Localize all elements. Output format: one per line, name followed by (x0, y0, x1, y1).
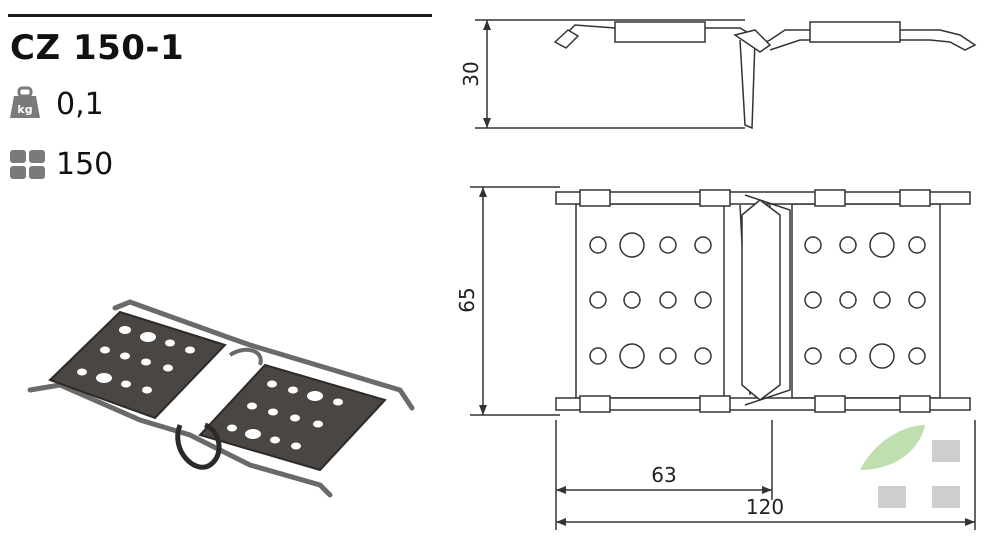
dimension-lines (555, 420, 976, 530)
dim-total-length: 120 (746, 495, 784, 519)
weight-spec-row: kg 0,1 (8, 84, 104, 124)
dim-half-length: 63 (651, 463, 676, 487)
header-rule (8, 14, 432, 17)
pack-quantity-value: 150 (56, 146, 114, 182)
dim-side-height: 30 (459, 61, 483, 86)
plate-holes-left (77, 326, 195, 394)
side-view (475, 19, 977, 130)
top-view (470, 186, 971, 416)
weight-value: 0,1 (56, 86, 104, 122)
pack-quantity-row: 150 (8, 144, 113, 184)
product-code-title: CZ 150-1 (10, 28, 185, 68)
product-illustration (27, 299, 415, 498)
technical-drawing: 30 65 63 120 (455, 19, 977, 530)
dim-total-width: 65 (455, 287, 479, 312)
plate-holes-right (227, 380, 343, 450)
kg-icon-label: kg (17, 103, 32, 116)
logo-decoration (860, 425, 960, 508)
package-quantity-icon (10, 150, 45, 179)
kg-weight-icon: kg (10, 86, 40, 118)
